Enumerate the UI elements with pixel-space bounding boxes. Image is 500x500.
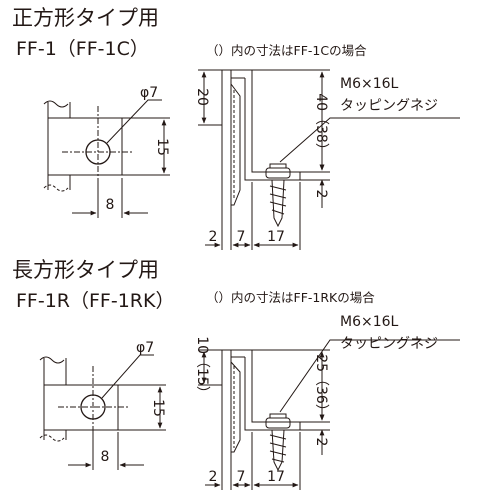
section1-front-view — [43, 99, 170, 218]
section2-side-view — [198, 339, 460, 490]
section1-screw-type: タッピングネジ — [340, 98, 438, 114]
section1-screw-spec: M6×16L — [340, 76, 399, 92]
section2-width-17-label: 17 — [267, 469, 285, 485]
section1-width-7-label: 7 — [237, 229, 246, 245]
section1-length-dim-label: 40（38） — [313, 93, 329, 157]
section2-model: FF-1R（FF-1RK） — [16, 290, 175, 312]
section1-height-label: 15 — [154, 138, 170, 156]
section2-width-7-label: 7 — [237, 469, 246, 485]
section2-bottom-dim-label: 2 — [313, 438, 329, 447]
section1-width-label: 8 — [106, 197, 115, 213]
section1-top-dim-label: 20 — [194, 88, 210, 106]
section2-width-label: 8 — [101, 449, 110, 465]
section2-screw-type: タッピングネジ — [340, 336, 438, 352]
section1-bottom-dim-label: 2 — [313, 190, 329, 199]
section2-note: （）内の寸法はFF-1RKの場合 — [206, 290, 375, 305]
section2-length-dim-label: 25（36） — [313, 354, 329, 418]
section2-height-label: 15 — [150, 399, 166, 417]
section1-width-17-label: 17 — [267, 229, 285, 245]
section1-title: 正方形タイプ用 — [12, 6, 159, 30]
section2-title: 長方形タイプ用 — [12, 258, 159, 282]
section1-side-view — [198, 69, 460, 250]
section2-front-view — [39, 354, 166, 470]
section2-top-dim-label: 10（15） — [194, 336, 210, 400]
section1-width-2-label: 2 — [209, 229, 218, 245]
section2-phi-label: φ7 — [136, 340, 154, 356]
section1-note: （）内の寸法はFF-1Cの場合 — [206, 43, 367, 58]
section1-model: FF-1（FF-1C） — [16, 38, 149, 60]
section1-phi-label: φ7 — [140, 85, 158, 101]
section2-width-2-label: 2 — [209, 469, 218, 485]
section2-screw-spec: M6×16L — [340, 314, 399, 330]
